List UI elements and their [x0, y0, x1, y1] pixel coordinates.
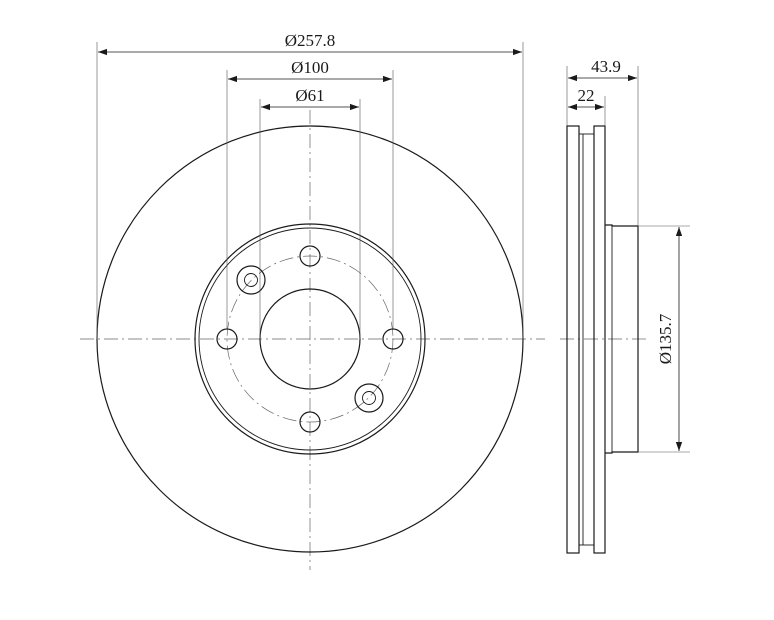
inner-friction-ring — [566, 125, 580, 554]
locator-hole-inner — [244, 273, 258, 287]
center-bore-diameter-label: Ø61 — [295, 86, 324, 105]
side-view: 43.9 22 Ø135.7 — [560, 57, 690, 554]
stud-hole — [299, 245, 321, 267]
hat-inner-edge — [198, 227, 422, 451]
front-view: Ø257.8 Ø100 Ø61 — [80, 31, 545, 570]
hat-diameter-label: Ø135.7 — [656, 313, 675, 364]
disc-thickness-label: 22 — [578, 86, 595, 105]
locator-hole-outer — [354, 383, 384, 413]
stud-hole — [299, 411, 321, 433]
total-height-label: 43.9 — [591, 57, 621, 76]
locator-hole-outer — [236, 265, 266, 295]
bolt-circle — [226, 255, 394, 423]
bolt-circle-diameter-label: Ø100 — [291, 58, 329, 77]
hat-outer-edge — [194, 223, 426, 455]
locator-hole-inner — [362, 391, 376, 405]
outer-diameter-label: Ø257.8 — [285, 31, 336, 50]
hat-profile — [605, 224, 639, 454]
outer-friction-ring — [593, 125, 606, 554]
